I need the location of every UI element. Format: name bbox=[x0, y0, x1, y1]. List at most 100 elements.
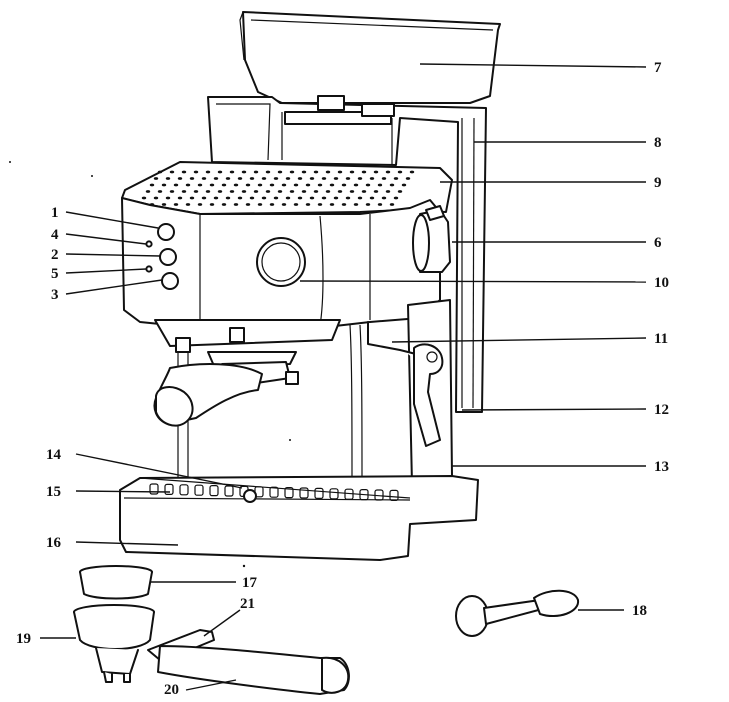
measuring-spoon-tamper bbox=[455, 589, 580, 637]
warmer-perforation bbox=[341, 183, 347, 187]
warmer-perforation bbox=[365, 183, 371, 187]
label-14: 14 bbox=[46, 447, 62, 463]
warmer-perforation bbox=[209, 203, 215, 206]
label-9: 9 bbox=[654, 175, 662, 191]
power-button[interactable] bbox=[157, 223, 175, 241]
warmer-perforation bbox=[329, 203, 335, 206]
label-2: 2 bbox=[51, 247, 59, 263]
warmer-perforation bbox=[385, 190, 391, 193]
warmer-perforation bbox=[337, 170, 343, 174]
label-18: 18 bbox=[632, 603, 647, 619]
warmer-perforation bbox=[165, 177, 171, 180]
label-10: 10 bbox=[654, 275, 669, 291]
warmer-perforation bbox=[165, 196, 171, 200]
warmer-perforation bbox=[269, 183, 275, 187]
warmer-perforation bbox=[177, 196, 183, 200]
warmer-perforation bbox=[261, 177, 267, 180]
speck bbox=[289, 439, 291, 441]
warmer-perforation bbox=[213, 177, 219, 180]
warmer-perforation bbox=[157, 190, 163, 193]
label-8: 8 bbox=[654, 135, 662, 151]
warmer-perforation bbox=[225, 177, 231, 180]
label-1: 1 bbox=[51, 205, 59, 221]
warmer-perforation bbox=[181, 170, 187, 174]
warmer-perforation bbox=[209, 183, 215, 187]
warmer-perforation bbox=[253, 170, 259, 174]
warmer-perforation bbox=[353, 203, 359, 206]
warmer-perforation bbox=[345, 177, 351, 180]
label-4: 4 bbox=[51, 227, 59, 243]
label-16: 16 bbox=[46, 535, 62, 551]
warmer-perforation bbox=[361, 170, 367, 174]
warmer-perforation bbox=[297, 177, 303, 180]
label-17: 17 bbox=[242, 575, 258, 591]
cup-warming-tray bbox=[121, 161, 453, 215]
warmer-perforation bbox=[345, 196, 351, 200]
warmer-perforation bbox=[285, 196, 291, 200]
warmer-perforation bbox=[381, 196, 387, 200]
drip-tray-slot bbox=[389, 489, 399, 501]
warmer-perforation bbox=[281, 203, 287, 206]
warmer-perforation bbox=[285, 177, 291, 180]
warmer-perforation bbox=[401, 183, 407, 187]
warmer-perforation bbox=[161, 183, 167, 187]
warmer-perforation bbox=[361, 190, 367, 193]
espresso-button[interactable] bbox=[159, 248, 177, 266]
warmer-perforation bbox=[269, 203, 275, 206]
warmer-perforation bbox=[233, 183, 239, 187]
label-3: 3 bbox=[51, 287, 59, 303]
warmer-perforation bbox=[333, 177, 339, 180]
warmer-perforation bbox=[309, 196, 315, 200]
warmer-perforation bbox=[185, 203, 191, 206]
speck bbox=[9, 161, 11, 163]
warmer-perforation bbox=[221, 203, 227, 206]
drip-tray-slot bbox=[314, 487, 324, 499]
drip-tray-slot bbox=[284, 487, 294, 499]
pressure-gauge bbox=[256, 237, 306, 287]
warmer-perforation bbox=[333, 196, 339, 200]
indicator-light-upper bbox=[145, 240, 153, 248]
warmer-perforation bbox=[337, 190, 343, 193]
label-5: 5 bbox=[51, 266, 59, 282]
warmer-perforation bbox=[369, 196, 375, 200]
warmer-perforation bbox=[173, 183, 179, 187]
warmer-perforation bbox=[237, 196, 243, 200]
warmer-perforation bbox=[297, 196, 303, 200]
warmer-perforation bbox=[185, 183, 191, 187]
label-15: 15 bbox=[46, 484, 61, 500]
warmer-perforation bbox=[229, 190, 235, 193]
label-19: 19 bbox=[16, 631, 31, 647]
warmer-perforation bbox=[197, 203, 203, 206]
warmer-perforation bbox=[217, 190, 223, 193]
warmer-perforation bbox=[393, 196, 399, 200]
warmer-perforation bbox=[205, 170, 211, 174]
warmer-perforation bbox=[225, 196, 231, 200]
control-panel bbox=[145, 223, 179, 290]
drip-tray-slot bbox=[374, 489, 384, 501]
warmer-perforation bbox=[317, 203, 323, 206]
warmer-perforation bbox=[157, 170, 163, 174]
warmer-perforation bbox=[197, 183, 203, 187]
warmer-perforation bbox=[201, 196, 207, 200]
warmer-perforation bbox=[181, 190, 187, 193]
label-6: 6 bbox=[654, 235, 662, 251]
warmer-perforation bbox=[189, 177, 195, 180]
warmer-perforation bbox=[193, 190, 199, 193]
label-12: 12 bbox=[654, 402, 669, 418]
warmer-perforation bbox=[321, 177, 327, 180]
warmer-perforation bbox=[241, 170, 247, 174]
warmer-perforation bbox=[289, 190, 295, 193]
steam-knob[interactable] bbox=[412, 205, 451, 273]
warmer-perforation bbox=[217, 170, 223, 174]
warmer-perforation bbox=[169, 170, 175, 174]
warmer-perforation bbox=[257, 183, 263, 187]
warmer-perforation bbox=[245, 203, 251, 206]
warmer-perforation bbox=[305, 203, 311, 206]
warmer-perforation bbox=[245, 183, 251, 187]
warmer-perforation bbox=[229, 170, 235, 174]
drip-tray-slot bbox=[179, 484, 189, 496]
steam-button[interactable] bbox=[161, 272, 179, 290]
warmer-perforation bbox=[377, 203, 383, 206]
warmer-perforation bbox=[249, 177, 255, 180]
